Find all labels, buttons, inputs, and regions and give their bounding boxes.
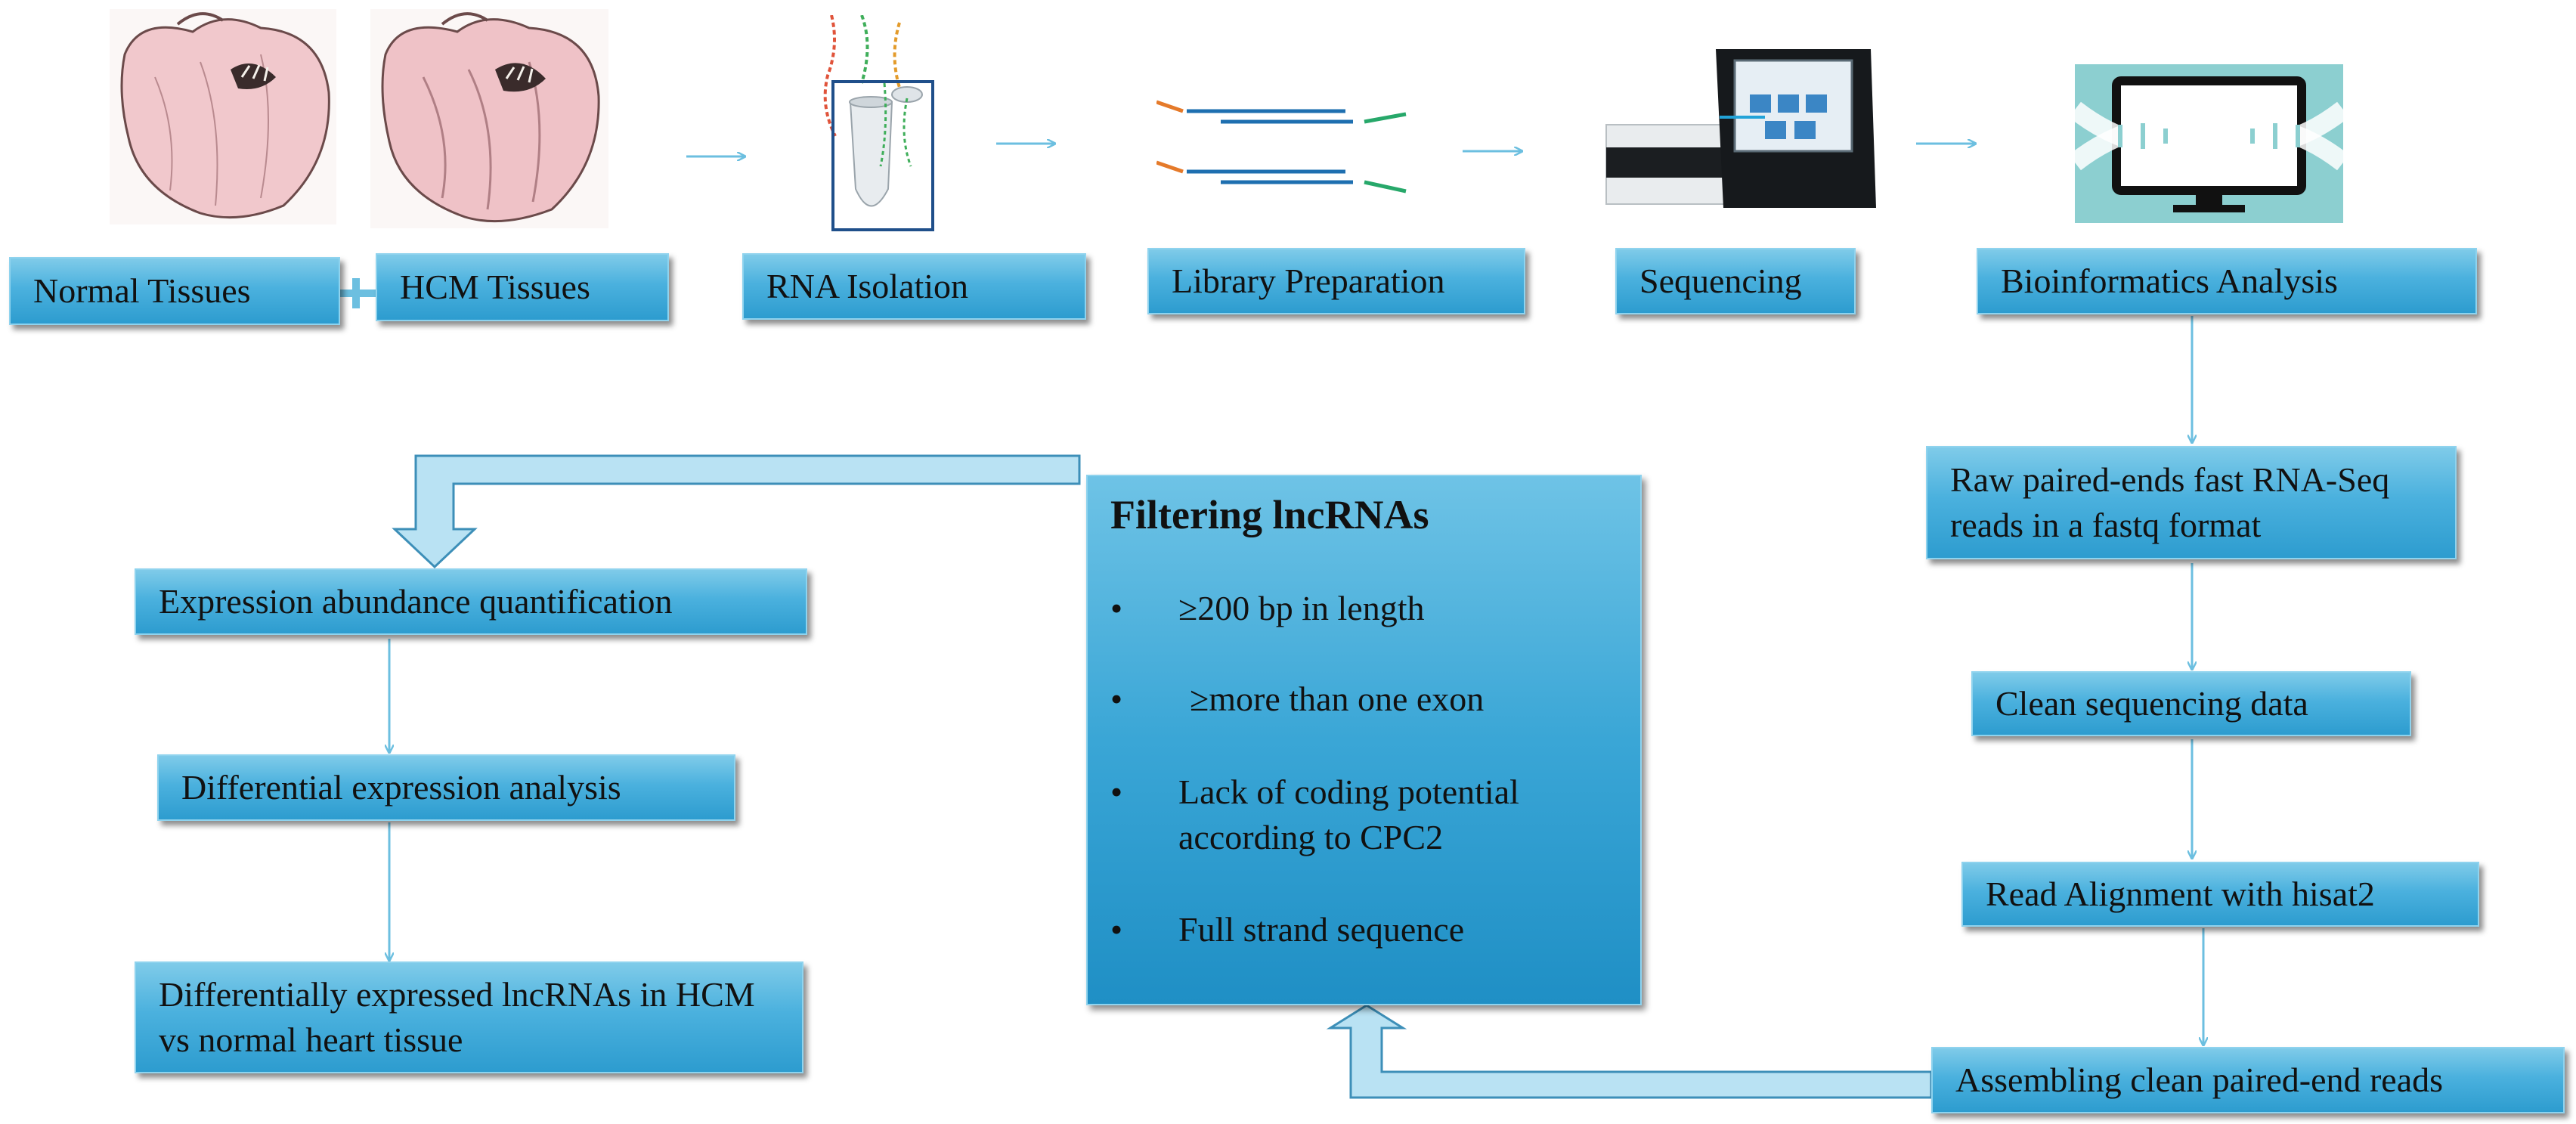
differential-box: Differential expression analysis <box>157 754 735 821</box>
sequencer-machine-illustration <box>1605 49 1876 208</box>
filtering-title: Filtering lncRNAs <box>1110 492 1429 537</box>
bioinformatics-label: Bioinformatics Analysis <box>2001 262 2338 301</box>
dna-monitor-illustration <box>2075 64 2343 223</box>
result-label: Differentially expressed lncRNAs in HCM … <box>159 975 755 1059</box>
rna-tube-illustration <box>823 15 934 231</box>
hollow-arrow-assembling-to-filter <box>1326 1004 1933 1099</box>
filtering-box: Filtering lncRNAs • ≥200 bp in length • … <box>1086 475 1642 1005</box>
normal-tissues-label: Normal Tissues <box>33 271 251 311</box>
normal-heart-illustration <box>110 9 336 224</box>
quantification-box: Expression abundance quantification <box>135 568 807 635</box>
clean-data-label: Clean sequencing data <box>1995 684 2308 723</box>
differential-label: Differential expression analysis <box>181 768 621 807</box>
alignment-label: Read Alignment with hisat2 <box>1986 875 2375 914</box>
library-fragments-illustration <box>1156 100 1407 194</box>
hcm-tissues-label: HCM Tissues <box>400 268 590 307</box>
library-preparation-box: Library Preparation <box>1147 248 1525 314</box>
raw-reads-box: Raw paired-ends fast RNA-Seq reads in a … <box>1926 446 2457 559</box>
bioinformatics-box: Bioinformatics Analysis <box>1977 248 2477 314</box>
hcm-tissues-box: HCM Tissues <box>376 253 669 321</box>
hcm-heart-illustration <box>370 9 608 228</box>
quantification-label: Expression abundance quantification <box>159 582 673 621</box>
assembling-label: Assembling clean paired-end reads <box>1955 1061 2444 1100</box>
assembling-box: Assembling clean paired-end reads <box>1931 1047 2565 1113</box>
raw-reads-label: Raw paired-ends fast RNA-Seq reads in a … <box>1950 460 2390 544</box>
clean-data-box: Clean sequencing data <box>1971 671 2411 736</box>
rna-isolation-box: RNA Isolation <box>742 253 1086 320</box>
sequencing-box: Sequencing <box>1615 248 1856 314</box>
sequencing-label: Sequencing <box>1639 262 1802 301</box>
normal-tissues-box: Normal Tissues <box>9 257 340 325</box>
result-box: Differentially expressed lncRNAs in HCM … <box>135 961 803 1073</box>
hollow-arrow-filter-to-quantification <box>392 454 1081 569</box>
alignment-box: Read Alignment with hisat2 <box>1961 862 2479 927</box>
library-preparation-label: Library Preparation <box>1172 262 1445 301</box>
rna-isolation-label: RNA Isolation <box>766 267 969 306</box>
